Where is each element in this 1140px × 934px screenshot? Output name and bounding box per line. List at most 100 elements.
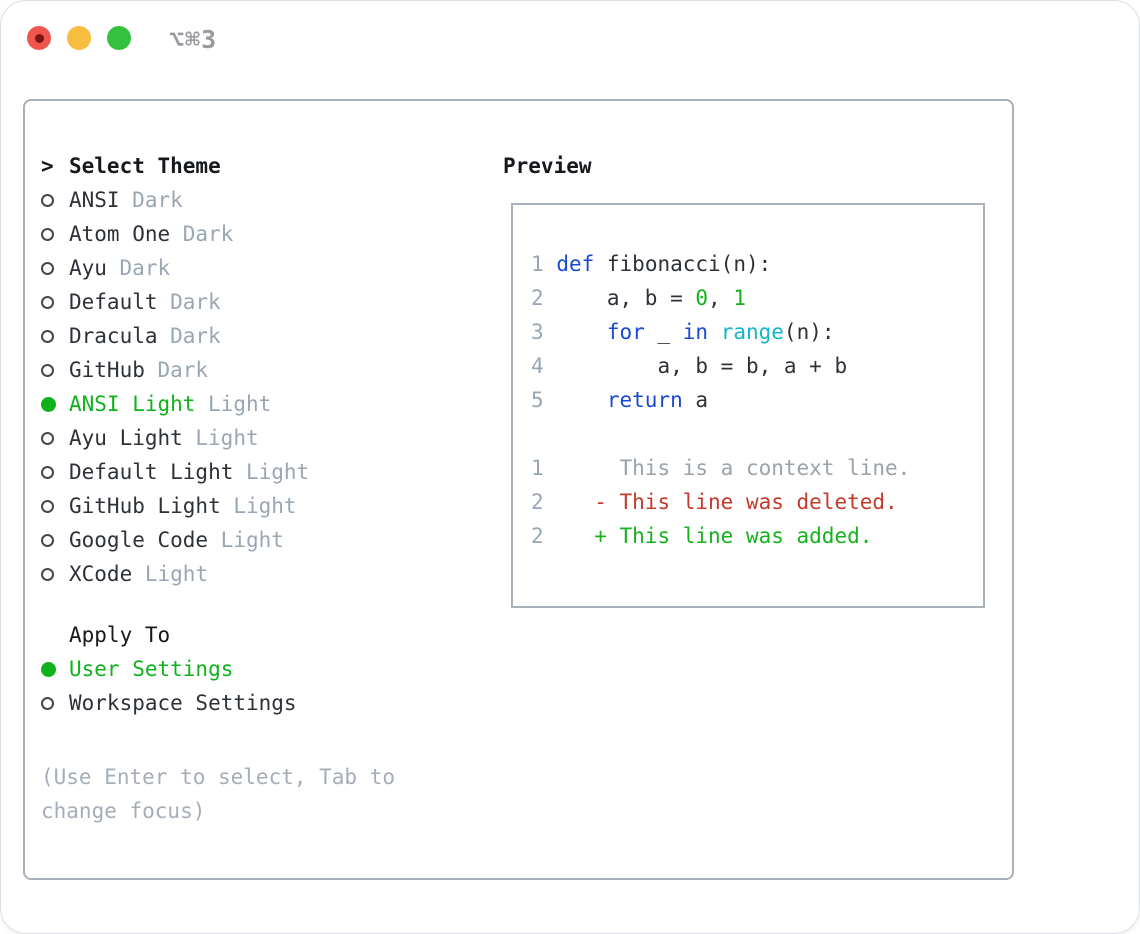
code-segment-function: range: [720, 320, 784, 344]
radio-circle: [41, 227, 54, 241]
window-titlebar: ⌥⌘3: [1, 1, 1139, 75]
line-number: 2: [531, 524, 544, 548]
radio-circle: [41, 465, 54, 479]
radio-circle: [41, 696, 54, 710]
radio-selected-icon: [41, 396, 69, 412]
radio-unselected-icon: [41, 193, 69, 207]
radio-unselected-icon: [41, 533, 69, 547]
code-segment-added: + This line was added.: [543, 524, 873, 548]
code-segment-keyword: return: [606, 388, 683, 412]
code-line: 1 def fibonacci(n):: [531, 247, 983, 281]
radio-circle: [41, 431, 54, 445]
code-segment-plain: [544, 320, 607, 344]
code-segment-plain: fibonacci(n):: [594, 252, 772, 276]
line-number: 2: [531, 490, 544, 514]
code-segment-plain: [544, 388, 607, 412]
apply-to-option[interactable]: User Settings: [41, 652, 297, 686]
line-number: 1: [531, 456, 544, 480]
theme-variant-tag: Light: [220, 528, 284, 552]
preview-box: 1 def fibonacci(n): 2 a, b = 0, 1 3 for _ …: [511, 203, 985, 608]
theme-variant-tag: Dark: [170, 324, 221, 348]
code-segment-keyword: for: [606, 320, 645, 344]
option-label: XCode: [69, 562, 133, 586]
close-button-dot: [34, 33, 44, 43]
code-line: 1 This is a context line.: [531, 451, 983, 485]
theme-variant-tag: Dark: [132, 188, 183, 212]
preview-header: Preview: [503, 154, 592, 178]
option-label: Dracula: [69, 324, 158, 348]
theme-option[interactable]: GitHub Light Light: [41, 489, 309, 523]
radio-unselected-icon: [41, 295, 69, 309]
option-label: Default Light: [69, 460, 234, 484]
code-segment-plain: [708, 320, 721, 344]
code-segment-plain: a: [682, 388, 709, 412]
radio-circle: [41, 661, 56, 677]
theme-option[interactable]: Default Light Light: [41, 455, 309, 489]
theme-variant-tag: Dark: [170, 290, 221, 314]
apply-to-header: Apply To: [41, 618, 297, 652]
option-label: ANSI: [69, 188, 120, 212]
radio-circle: [41, 533, 54, 547]
theme-option[interactable]: Default Dark: [41, 285, 309, 319]
apply-to-title: Apply To: [69, 623, 171, 647]
code-segment-keyword: in: [682, 320, 709, 344]
theme-variant-tag: Light: [144, 562, 209, 586]
theme-option[interactable]: ANSI Dark: [41, 183, 309, 217]
code-line: 3 for _ in range(n):: [531, 315, 983, 349]
code-segment-context: This is a context line.: [543, 456, 911, 480]
code-segment-plain: a, b =: [543, 286, 696, 310]
radio-circle: [41, 329, 54, 343]
radio-circle: [41, 396, 56, 412]
code-segment-deleted: - This line was deleted.: [543, 490, 898, 514]
code-segment-plain: _: [644, 320, 683, 344]
code-line: 2 + This line was added.: [531, 519, 983, 553]
option-label: Workspace Settings: [69, 691, 297, 715]
select-theme-title: Select Theme: [69, 154, 221, 178]
radio-circle: [41, 295, 54, 309]
theme-variant-tag: Dark: [157, 358, 209, 382]
radio-unselected-icon: [41, 431, 69, 445]
apply-to-option[interactable]: Workspace Settings: [41, 686, 297, 720]
option-label: GitHub Light: [69, 494, 221, 518]
code-segment-number: 1: [733, 286, 746, 310]
line-number: 1: [531, 252, 544, 276]
code-segment-plain: [544, 252, 557, 276]
option-label: User Settings: [69, 657, 234, 681]
option-label: Default: [69, 290, 158, 314]
code-line: 5 return a: [531, 383, 983, 417]
code-line: [531, 417, 983, 451]
line-number: 5: [531, 388, 544, 412]
radio-unselected-icon: [41, 567, 69, 581]
close-button[interactable]: [27, 26, 51, 50]
hint-text: (Use Enter to select, Tab to change focu…: [41, 765, 396, 823]
window-title: ⌥⌘3: [169, 25, 218, 54]
theme-option[interactable]: XCode Light: [41, 557, 309, 591]
radio-circle: [41, 363, 54, 377]
option-label: Google Code: [69, 528, 209, 552]
theme-variant-tag: Light: [245, 460, 310, 484]
theme-variant-tag: Light: [208, 392, 272, 416]
minimize-button[interactable]: [67, 26, 91, 50]
theme-variant-tag: Light: [233, 494, 297, 518]
theme-option[interactable]: Dracula Dark: [41, 319, 309, 353]
code-segment-plain: (n):: [783, 320, 835, 344]
theme-option[interactable]: Google Code Light: [41, 523, 309, 557]
code-segment-number: 0: [695, 286, 709, 310]
radio-circle: [41, 567, 54, 581]
zoom-button[interactable]: [107, 26, 131, 50]
theme-variant-tag: Light: [195, 426, 259, 450]
radio-selected-icon: [41, 661, 69, 677]
code-line: 4 a, b = b, a + b: [531, 349, 983, 383]
code-segment-plain: ,: [708, 286, 734, 310]
line-number: 3: [531, 320, 544, 344]
selection-caret: >: [41, 154, 54, 178]
radio-unselected-icon: [41, 363, 69, 377]
